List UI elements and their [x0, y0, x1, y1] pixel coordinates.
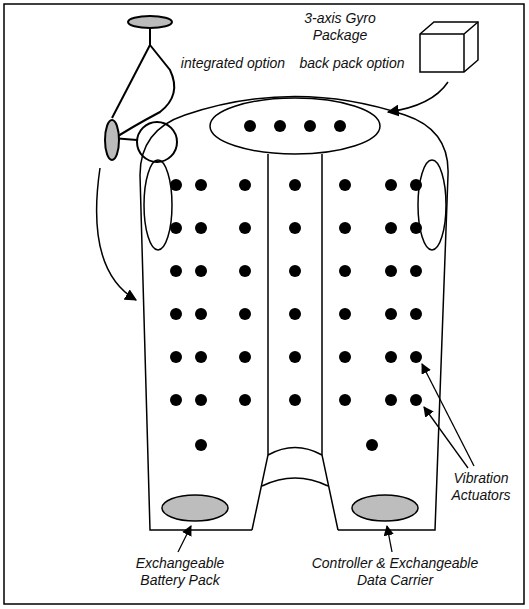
actuator-dot [195, 394, 207, 406]
actuator-dot [339, 265, 351, 277]
actuator-dot [289, 394, 301, 406]
actuator-dot [385, 308, 397, 320]
actuator-dot [170, 265, 182, 277]
actuator-dot [410, 394, 422, 406]
actuator-dot [195, 179, 207, 191]
actuator-dot [385, 222, 397, 234]
actuator-dot [289, 179, 301, 191]
label-text: integrated option [168, 55, 298, 72]
actuator-dot [366, 439, 378, 451]
actuator-dot [410, 265, 422, 277]
actuator-dot [410, 308, 422, 320]
label-text: 3-axis Gyro Package [285, 10, 395, 44]
actuator-dot [339, 222, 351, 234]
actuator-dot [410, 222, 422, 234]
vibration-actuators [170, 120, 422, 451]
actuator-dot [239, 265, 251, 277]
actuator-dot [289, 351, 301, 363]
actuator-dot [170, 179, 182, 191]
label-text: back pack option [292, 55, 412, 72]
actuator-dot [195, 222, 207, 234]
actuator-dot [239, 179, 251, 191]
actuator-dot [339, 351, 351, 363]
label-text: Vibration Actuators [440, 470, 522, 504]
actuator-dot [274, 120, 286, 132]
actuator-dot [289, 222, 301, 234]
actuator-dot [239, 222, 251, 234]
actuator-dot [170, 308, 182, 320]
actuator-dot [339, 179, 351, 191]
actuator-dot [195, 439, 207, 451]
actuator-dot [385, 179, 397, 191]
actuator-dot [289, 308, 301, 320]
actuator-dot [195, 351, 207, 363]
actuator-dot [410, 179, 422, 191]
label-text: Controller & Exchangeable Data Carrier [305, 555, 485, 589]
actuator-dot [195, 308, 207, 320]
leader-lines [178, 364, 474, 552]
actuator-dot [239, 308, 251, 320]
frame [4, 4, 524, 604]
actuator-dot [385, 265, 397, 277]
backpack-box [420, 22, 478, 72]
actuator-dot [170, 394, 182, 406]
actuator-dot [334, 120, 346, 132]
label-text: Exchangeable Battery Pack [115, 555, 245, 589]
actuator-dot [385, 394, 397, 406]
actuator-dot [339, 394, 351, 406]
actuator-dot [339, 308, 351, 320]
option-arrow [97, 168, 136, 300]
actuator-dot [385, 351, 397, 363]
actuator-dot [195, 265, 207, 277]
actuator-dot [239, 394, 251, 406]
actuator-dot [170, 351, 182, 363]
actuator-dot [239, 351, 251, 363]
vest-outline [140, 97, 448, 531]
option-arrow [388, 82, 448, 112]
actuator-dot [289, 265, 301, 277]
actuator-dot [304, 120, 316, 132]
actuator-dot [170, 222, 182, 234]
actuator-dot [244, 120, 256, 132]
gimbal-gyro [105, 16, 177, 162]
actuator-dot [410, 351, 422, 363]
